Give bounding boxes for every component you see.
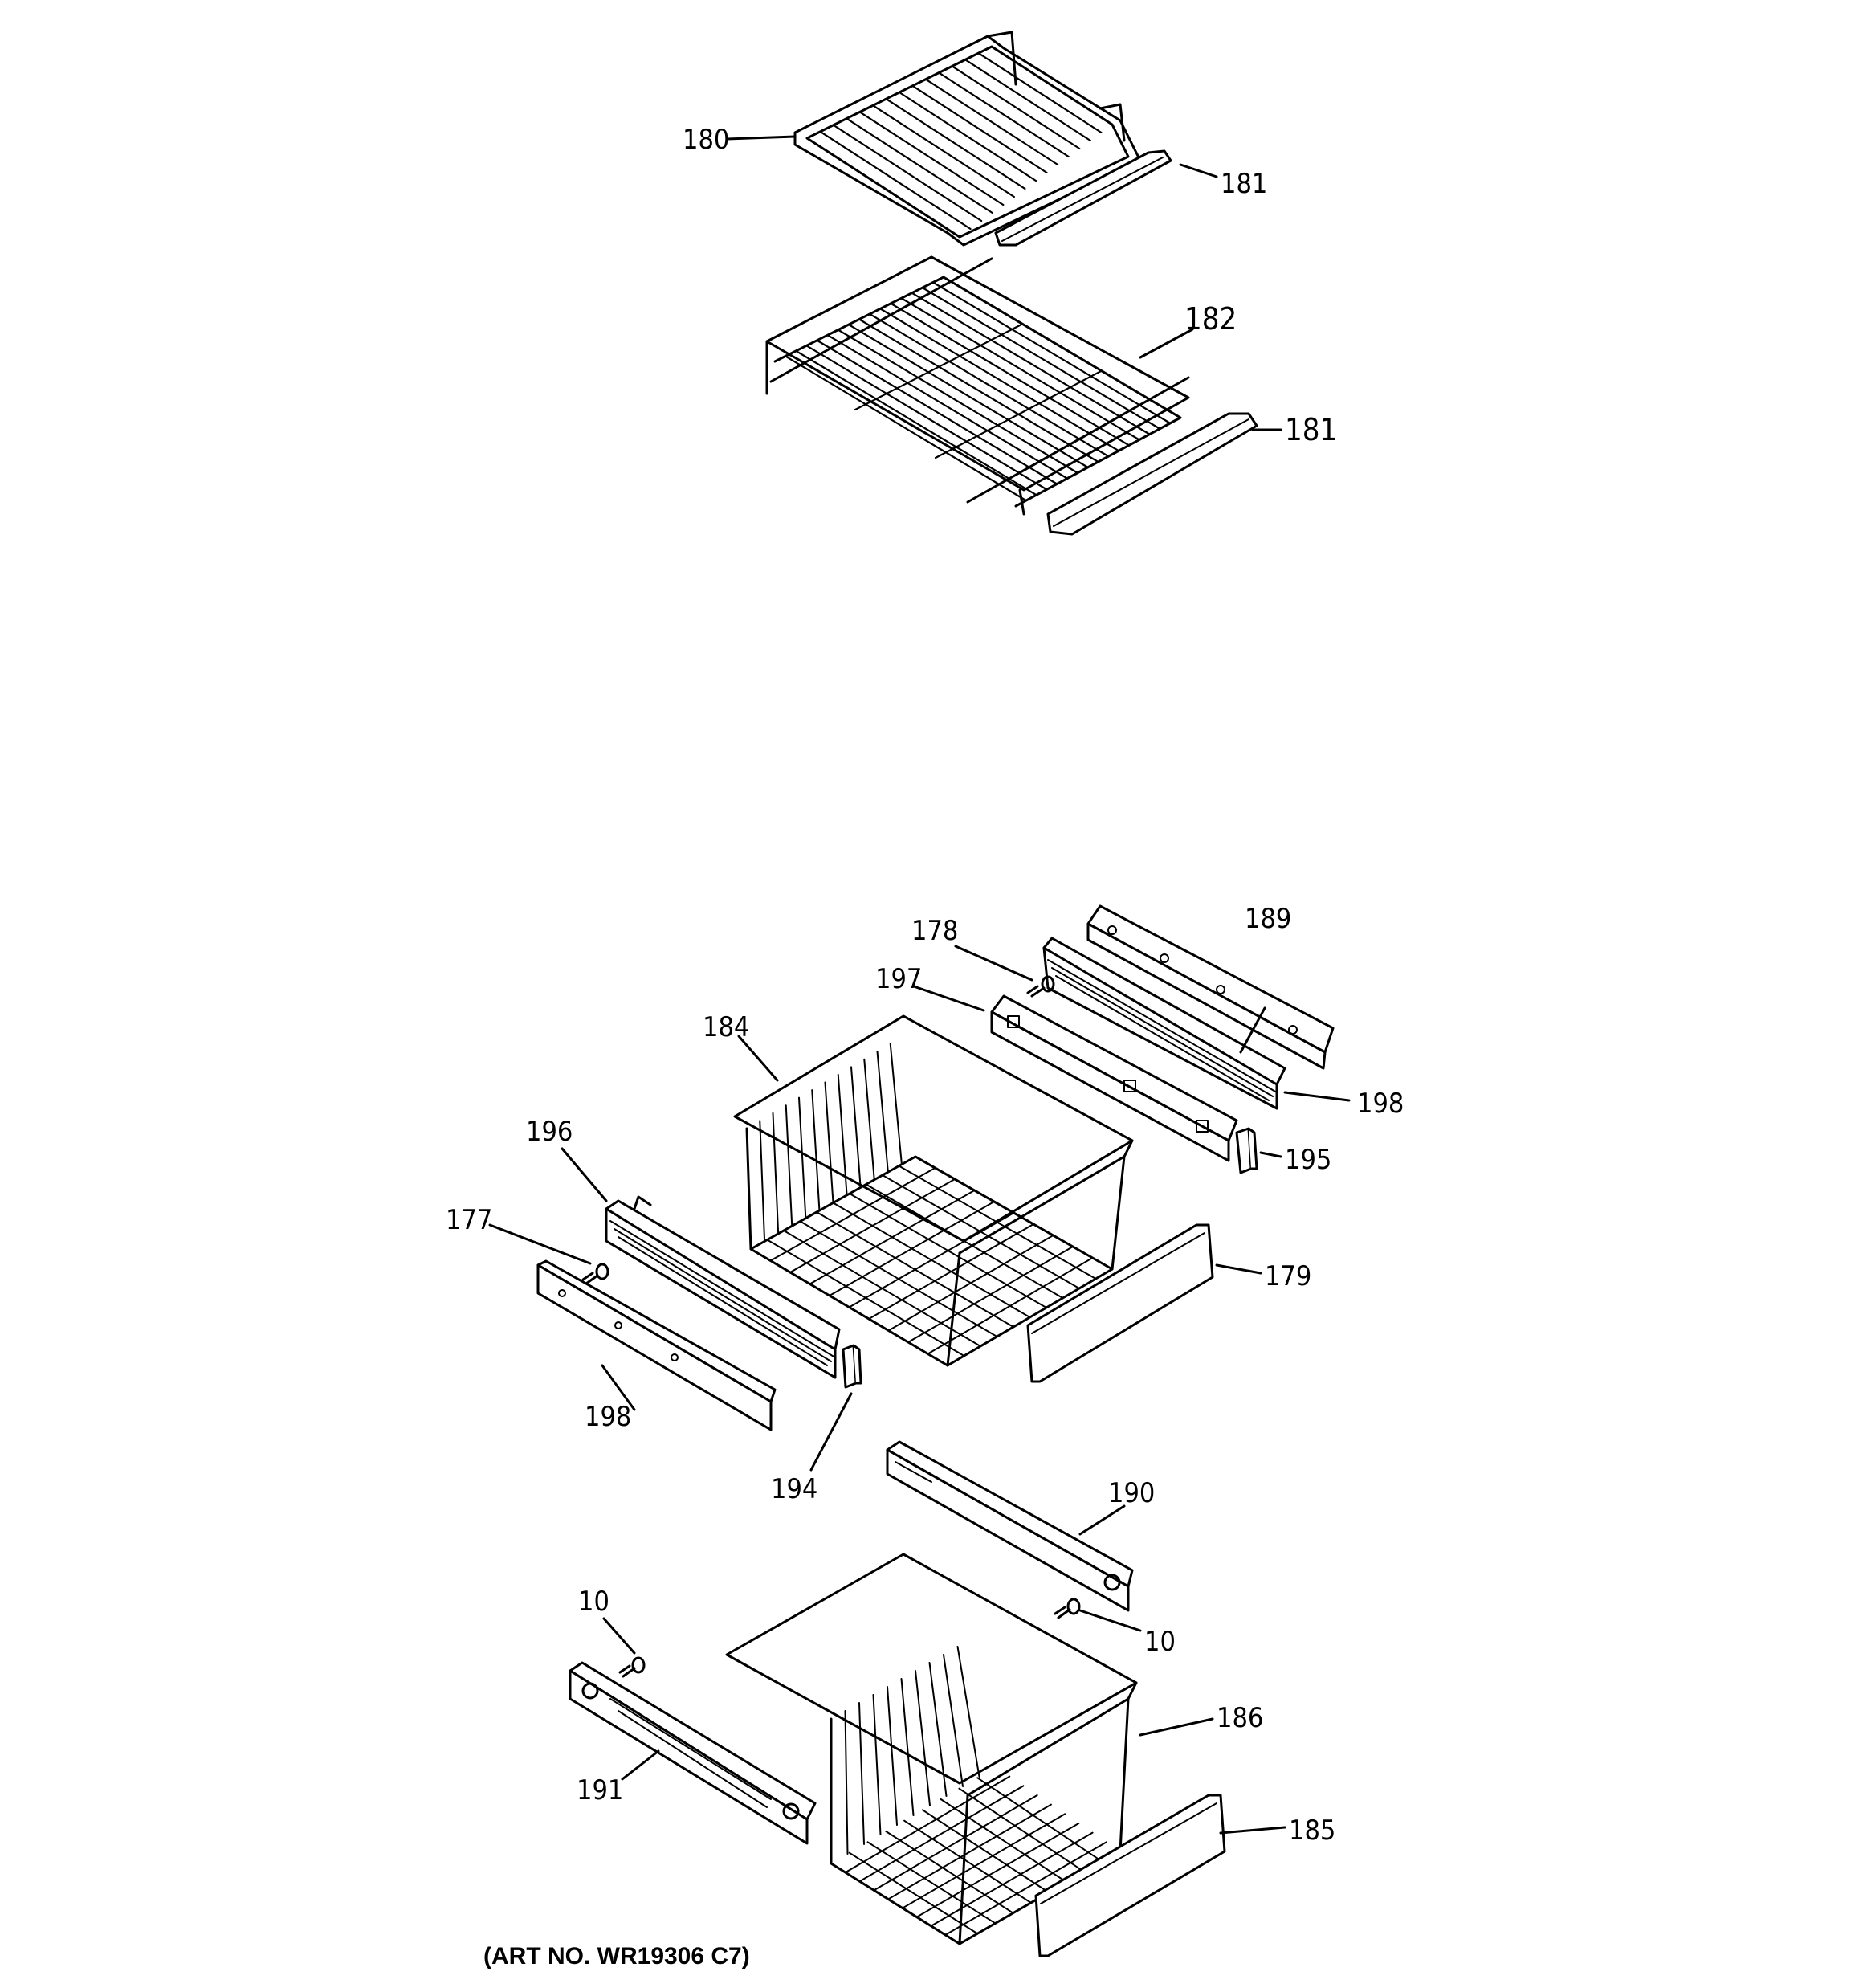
label-196: 196 xyxy=(526,1116,573,1148)
label-195: 195 xyxy=(1285,1144,1331,1176)
rail-198-right xyxy=(1042,937,1286,1110)
shelf-180 xyxy=(793,31,1142,247)
leader-lines xyxy=(488,135,1351,1835)
basket-186 xyxy=(725,1553,1138,1945)
label-184: 184 xyxy=(703,1011,749,1043)
label-181-top: 181 xyxy=(1221,168,1267,200)
bracket-197 xyxy=(990,994,1238,1162)
label-198-left: 198 xyxy=(585,1401,631,1433)
label-186: 186 xyxy=(1217,1702,1263,1734)
art-number-caption: (ART NO. WR19306 C7) xyxy=(483,1943,750,1970)
label-179: 179 xyxy=(1265,1260,1311,1292)
cover-189 xyxy=(1086,904,1335,1070)
screw-178 xyxy=(1026,975,1055,998)
rail-198-left xyxy=(536,1259,777,1431)
label-185: 185 xyxy=(1289,1815,1335,1847)
screw-10-right xyxy=(1054,1598,1081,1619)
label-177: 177 xyxy=(446,1204,492,1236)
label-189: 189 xyxy=(1245,903,1291,935)
label-197: 197 xyxy=(875,963,922,995)
label-182: 182 xyxy=(1184,301,1237,337)
trim-181-bottom xyxy=(1046,412,1258,536)
trim-181-top xyxy=(994,149,1172,247)
label-181-bottom: 181 xyxy=(1285,412,1337,447)
label-10-left: 10 xyxy=(578,1586,609,1618)
label-198-right: 198 xyxy=(1357,1088,1404,1120)
front-179 xyxy=(1026,1223,1214,1383)
basket-184 xyxy=(733,1014,1134,1367)
bracket-191 xyxy=(569,1661,817,1845)
label-194: 194 xyxy=(771,1473,817,1505)
stop-194 xyxy=(842,1344,862,1389)
callout-labels: 180 181 182 181 178 189 197 184 198 195 … xyxy=(446,124,1404,1847)
label-10-right: 10 xyxy=(1144,1626,1176,1658)
bracket-190 xyxy=(886,1440,1134,1612)
rail-196 xyxy=(605,1195,841,1379)
label-191: 191 xyxy=(577,1774,623,1806)
front-185 xyxy=(1034,1794,1226,1957)
label-180: 180 xyxy=(683,124,729,156)
screw-177 xyxy=(581,1263,609,1285)
shelf-182 xyxy=(765,255,1190,516)
stop-195 xyxy=(1235,1127,1258,1174)
label-178: 178 xyxy=(911,915,958,947)
screw-10-left xyxy=(618,1656,646,1678)
label-190: 190 xyxy=(1108,1477,1155,1509)
